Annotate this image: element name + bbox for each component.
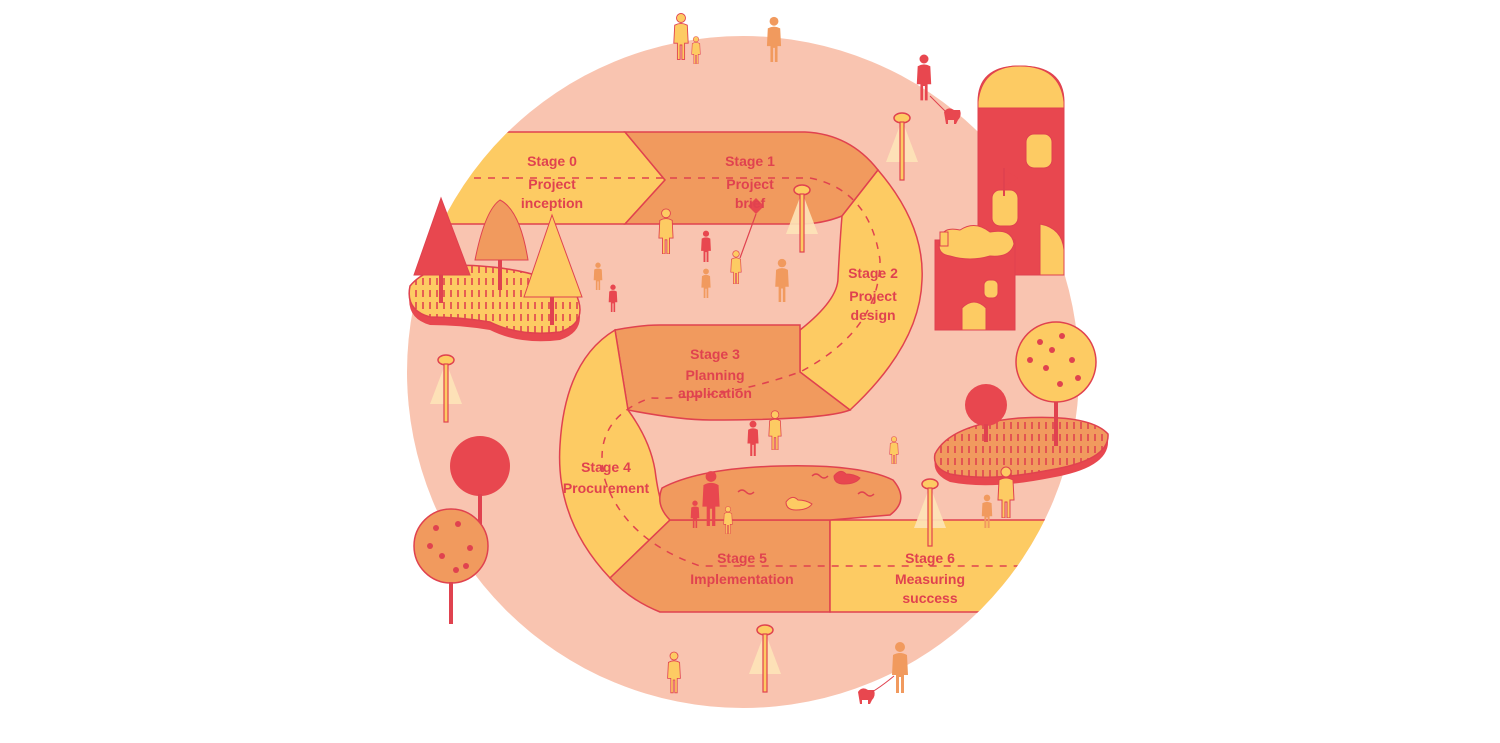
kite-icon	[739, 198, 764, 259]
stage-title: Stage 1	[725, 153, 775, 169]
tree-icon	[413, 508, 489, 584]
stage-name-line: Procurement	[563, 480, 650, 496]
stage-3-label: Stage 3 Planning application	[678, 346, 752, 401]
stage-2-label: Stage 2 Project design	[848, 265, 898, 323]
stage-name-line: design	[850, 307, 895, 323]
stage-name-line: inception	[521, 195, 583, 211]
right-grove-island	[933, 321, 1109, 486]
stage-name-line: Planning	[685, 367, 744, 383]
stage-name-line: brief	[735, 195, 766, 211]
stage-6-label: Stage 6 Measuring success	[895, 550, 965, 606]
stage-name-line: Implementation	[690, 571, 793, 587]
stage-6-segment	[829, 519, 1079, 613]
stage-name-line: success	[902, 590, 957, 606]
stage-name-line: Project	[528, 176, 576, 192]
stage-2-segment	[799, 168, 923, 411]
stage-name-line: Project	[726, 176, 774, 192]
stage-title: Stage 2	[848, 265, 898, 281]
left-grove-island	[408, 196, 583, 342]
flag-icon	[1004, 170, 1018, 186]
stage-4-label: Stage 4 Procurement	[563, 459, 650, 496]
duck-icon	[785, 496, 813, 511]
tree-icon	[450, 436, 510, 496]
stage-1-label: Stage 1 Project brief	[725, 153, 775, 211]
duck-icon	[833, 470, 861, 485]
dog-icon	[858, 675, 895, 704]
castle	[934, 65, 1065, 331]
stage-name-line: Project	[849, 288, 897, 304]
stage-title: Stage 6	[905, 550, 955, 566]
stage-title: Stage 0	[527, 153, 577, 169]
stage-4-segment	[558, 328, 672, 580]
tree-icon	[965, 384, 1007, 426]
path-center-line	[460, 177, 1060, 567]
stage-title: Stage 3	[690, 346, 740, 362]
dog-icon	[929, 95, 961, 124]
stage-3-segment	[614, 324, 852, 421]
stage-name-line: Measuring	[895, 571, 965, 587]
stage-labels: Stage 0 Project inception Stage 1 Projec…	[521, 153, 965, 606]
water-ripple-icon	[737, 473, 875, 497]
stage-0-label: Stage 0 Project inception	[521, 153, 583, 211]
stage-name-line: application	[678, 385, 752, 401]
stage-5-label: Stage 5 Implementation	[690, 550, 793, 587]
left-trees	[413, 436, 510, 624]
stage-title: Stage 5	[717, 550, 767, 566]
stage-title: Stage 4	[581, 459, 631, 475]
